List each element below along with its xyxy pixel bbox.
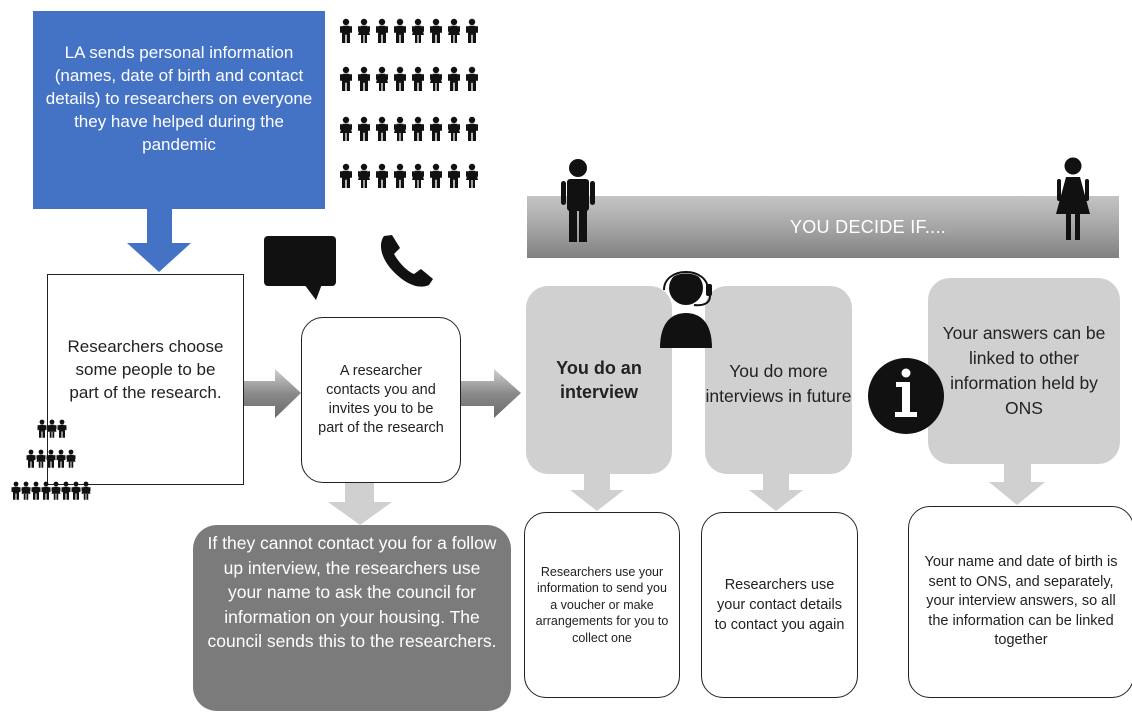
option-answers-linked-card: Your answers can be linked to other info… [928,278,1120,464]
info-icon [868,358,944,434]
researcher-contacts-text: A researcher contacts you and invites yo… [318,363,444,436]
down-arrow-interview [570,474,624,511]
option-more-interviews-card: You do more interviews in future [705,286,852,474]
researchers-choose-box: Researchers choose some people to be par… [47,274,244,485]
option-interview-card: You do an interview [526,286,672,474]
option-interview-text: You do an interview [556,358,642,402]
people-pyramid-icon [11,419,91,500]
down-arrow-followup [328,483,392,525]
you-decide-text: YOU DECIDE IF.... [789,216,947,237]
down-arrow-linked [989,464,1045,505]
outcome-voucher-card: Researchers use your information to send… [524,512,680,698]
right-arrow-1 [244,369,301,418]
outcome-contact-again-text: Researchers use your contact details to … [714,577,845,633]
woman-icon [1056,157,1090,240]
headset-person-icon [660,270,712,348]
speech-bubble-icon [264,236,336,300]
la-sends-info-box: LA sends personal information (names, da… [33,11,325,209]
outcome-ons-linking-text: Your name and date of birth is sent to O… [924,554,1118,649]
outcome-contact-again-card: Researchers use your contact details to … [701,512,858,698]
outcome-voucher-text: Researchers use your information to send… [535,564,669,645]
researchers-choose-text: Researchers choose some people to be par… [67,337,224,402]
option-more-interviews-text: You do more interviews in future [705,361,852,406]
down-arrow-more [749,474,803,511]
follow-up-council-text: If they cannot contact you for a follow … [207,533,497,651]
crowd-icon [340,18,478,188]
follow-up-council-box: If they cannot contact you for a follow … [193,525,511,711]
you-decide-banner: YOU DECIDE IF.... [527,196,1119,258]
right-arrow-2 [461,369,521,418]
researcher-contacts-box: A researcher contacts you and invites yo… [301,317,461,483]
phone-icon [380,235,433,287]
man-icon [561,159,595,242]
outcome-ons-linking-card: Your name and date of birth is sent to O… [908,506,1132,698]
option-answers-linked-text: Your answers can be linked to other info… [942,323,1106,418]
blue-down-arrow [127,209,191,272]
la-sends-info-text: LA sends personal information (names, da… [45,43,313,154]
